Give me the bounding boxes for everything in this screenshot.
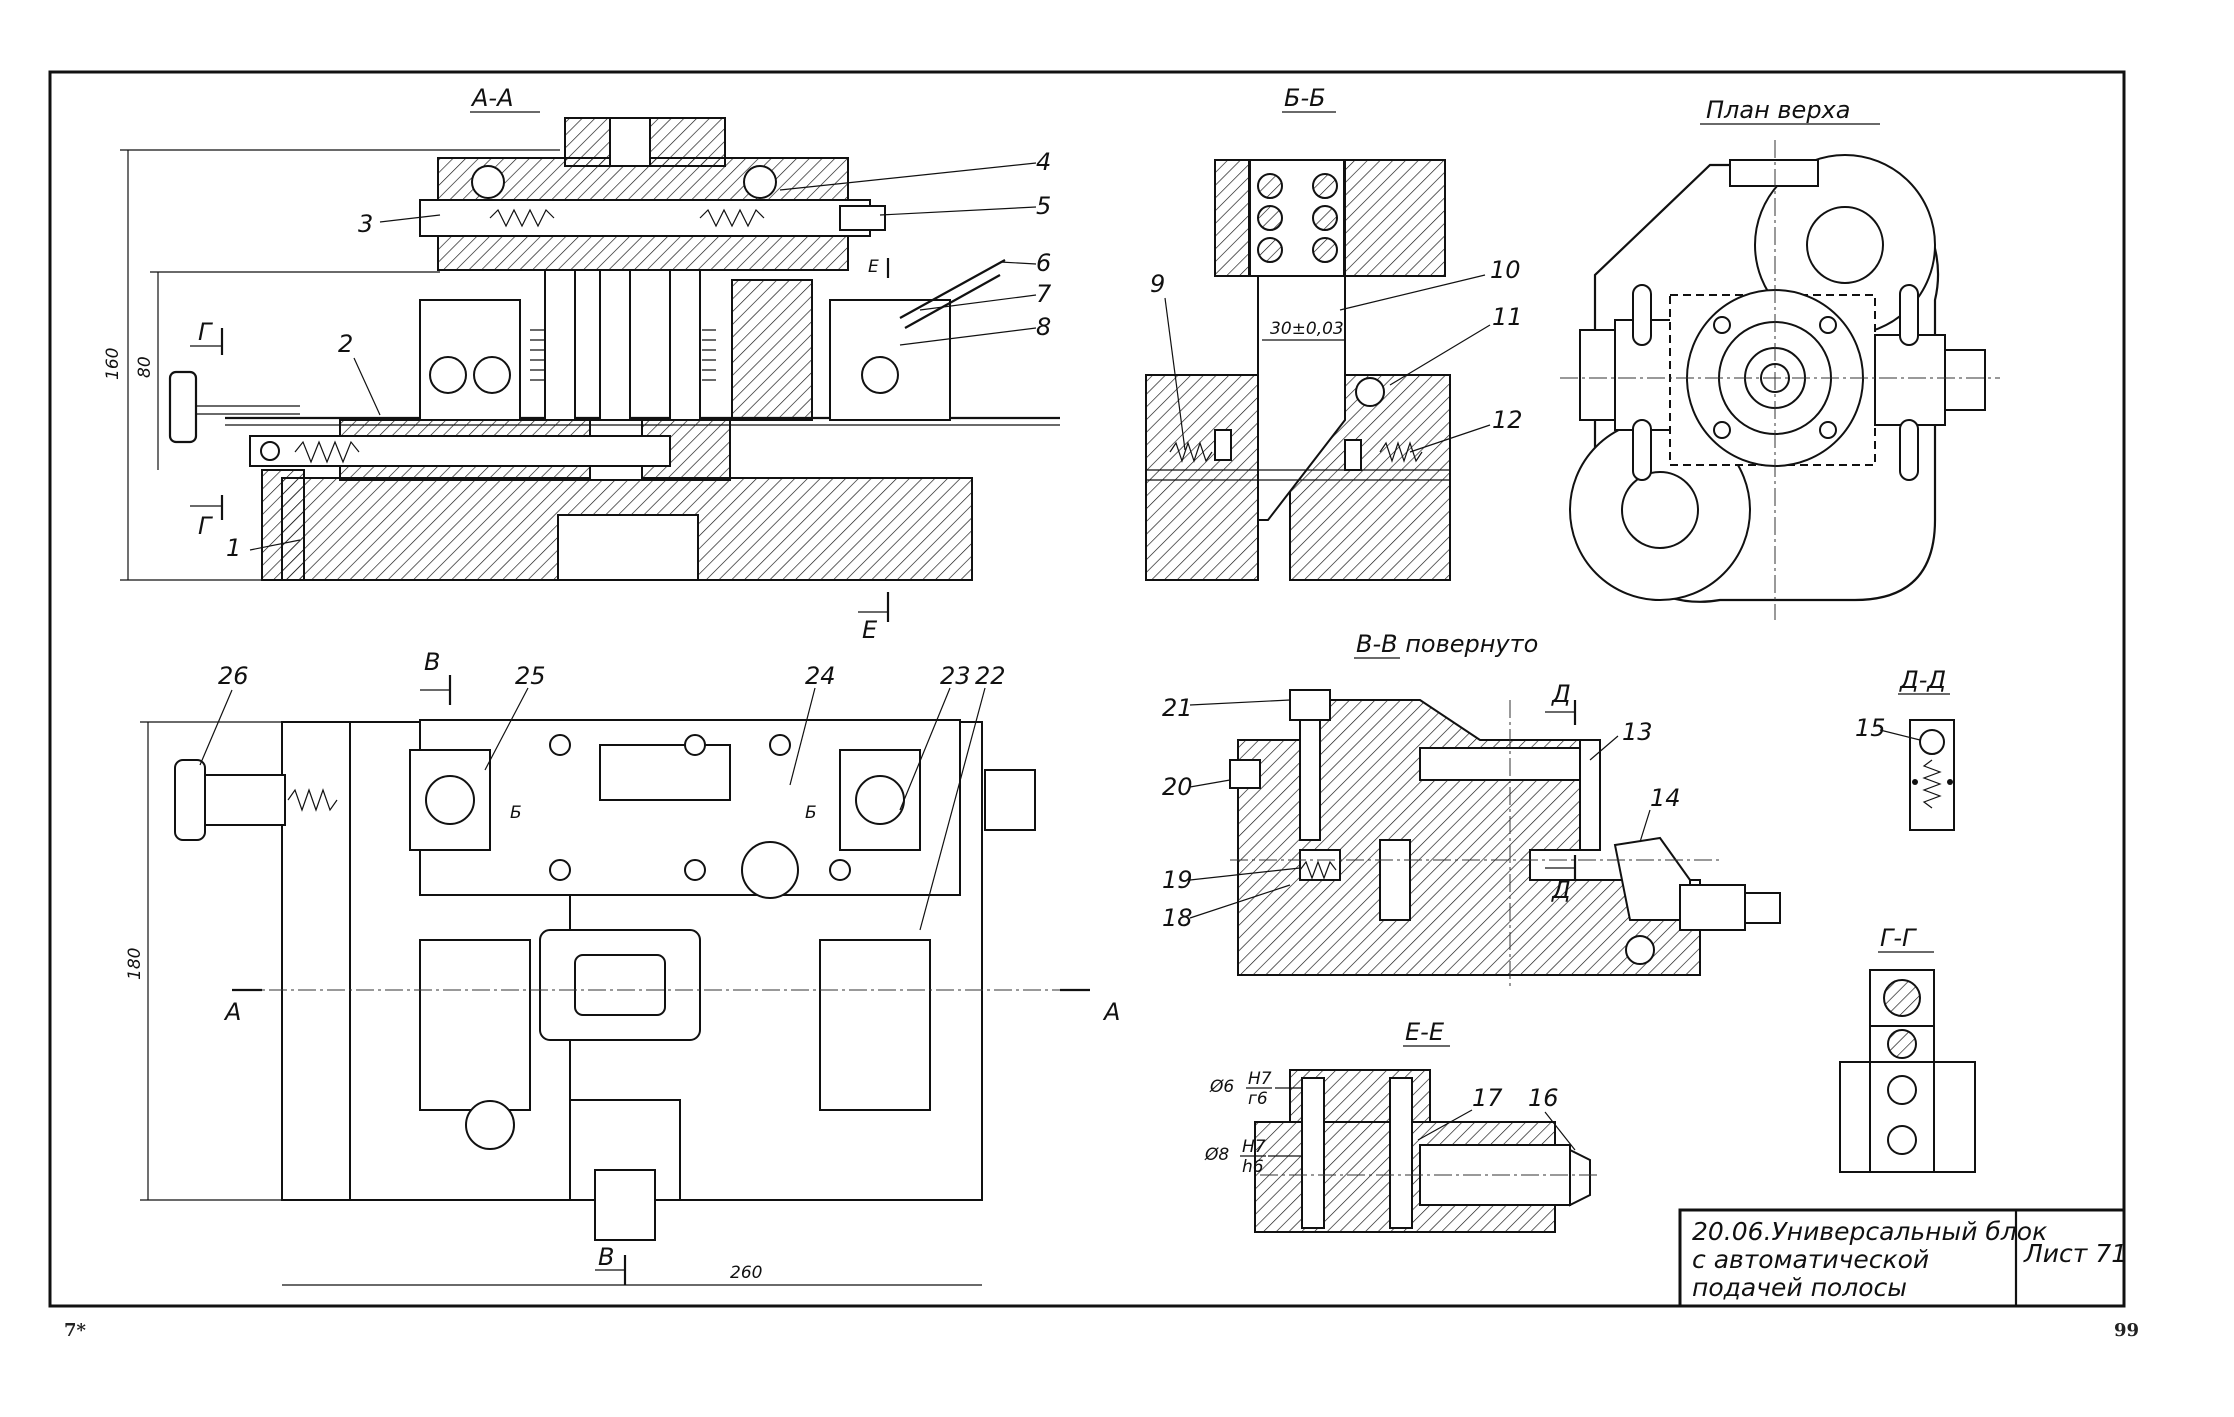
fit-bottom-diameter: Ø8: [1204, 1145, 1229, 1165]
fit-top-denominator: г6: [1248, 1089, 1268, 1109]
view-section-g-g: Г-Г: [1840, 924, 1975, 1172]
section-title-d-d: Д-Д: [1899, 666, 1946, 694]
fit-top-diameter: Ø6: [1209, 1077, 1234, 1097]
view-plan-bottom: А А В В Б Б 180 260 26 25 24 23 22: [125, 648, 1120, 1285]
callout-22: 22: [975, 662, 1006, 690]
cut-mark-a-left: А: [223, 998, 241, 1026]
callout-10: 10: [1490, 256, 1521, 284]
sheet-number: Лист 71: [2023, 1239, 2127, 1268]
cut-mark-e-bottom: Е: [862, 616, 878, 644]
cut-mark-b-right: Б: [805, 803, 817, 823]
title-line-1: 20.06.Универсальный блок: [1692, 1217, 2047, 1246]
section-title-g-g: Г-Г: [1880, 924, 1917, 952]
callout-24: 24: [805, 662, 836, 690]
callout-2: 2: [338, 330, 353, 358]
callout-16: 16: [1528, 1084, 1559, 1112]
dim-30-tolerance: 30±0,03: [1270, 319, 1344, 339]
cut-mark-v-bottom: В: [598, 1243, 614, 1271]
callout-18: 18: [1162, 904, 1193, 932]
callout-14: 14: [1650, 784, 1681, 812]
callout-11: 11: [1492, 303, 1523, 331]
page-mark-left: 7*: [64, 1320, 87, 1341]
cut-mark-a-right: А: [1102, 998, 1120, 1026]
callout-13: 13: [1622, 718, 1653, 746]
view-section-v-v: В-В повернуто Д Д 21 20 19 18 13: [1162, 630, 1780, 990]
dim-180: 180: [125, 948, 145, 980]
callout-25: 25: [515, 662, 546, 690]
callout-4: 4: [1036, 148, 1051, 176]
view-plan-top: План верха: [1560, 96, 2000, 620]
cut-mark-b-left: Б: [510, 803, 522, 823]
callout-6: 6: [1036, 249, 1051, 277]
fit-top-numerator: H7: [1248, 1069, 1272, 1089]
title-line-3: подачей полосы: [1692, 1273, 1907, 1302]
title-block: 20.06.Универсальный блок с автоматическо…: [1680, 1210, 2127, 1306]
section-title-e-e: Е-Е: [1405, 1018, 1445, 1046]
callout-8: 8: [1036, 313, 1051, 341]
callout-9: 9: [1150, 270, 1165, 298]
view-section-d-d: Д-Д 15: [1855, 666, 1954, 830]
section-title-b-b: Б-Б: [1284, 84, 1326, 112]
callout-7: 7: [1036, 280, 1052, 308]
callout-19: 19: [1162, 866, 1193, 894]
section-title-v-v: В-В повернуто: [1356, 630, 1538, 658]
cut-mark-d-bottom: Д: [1551, 876, 1571, 904]
title-line-2: с автоматической: [1692, 1245, 1929, 1274]
callout-23: 23: [940, 662, 971, 690]
callout-17: 17: [1472, 1084, 1503, 1112]
callout-15: 15: [1855, 714, 1886, 742]
view-section-e-e: Е-Е Ø6 H7 г6 Ø8 H7 h6 17 16: [1204, 1018, 1600, 1232]
dim-260: 260: [730, 1263, 762, 1283]
view-section-b-b: Б-Б 30±0,03 9 10 11 12: [1146, 84, 1523, 580]
fit-bottom-denominator: h6: [1242, 1157, 1264, 1177]
cut-mark-g-top: Г: [198, 318, 213, 346]
callout-1: 1: [226, 534, 241, 562]
callout-5: 5: [1036, 192, 1051, 220]
section-title-plan: План верха: [1706, 96, 1850, 124]
callout-26: 26: [218, 662, 249, 690]
view-section-a-a: А-А: [103, 84, 1060, 644]
callout-21: 21: [1162, 694, 1193, 722]
callout-3: 3: [358, 210, 373, 238]
callout-12: 12: [1492, 406, 1523, 434]
cut-mark-e-top: Е: [868, 257, 879, 277]
section-title-a-a: А-А: [470, 84, 514, 112]
page-mark-right: 99: [2114, 1320, 2139, 1341]
cut-mark-v-top: В: [424, 648, 440, 676]
cut-mark-d-top: Д: [1551, 680, 1571, 708]
cut-mark-g-bottom: Г: [198, 512, 213, 540]
callout-20: 20: [1162, 773, 1193, 801]
dim-80: 80: [135, 356, 155, 378]
fit-bottom-numerator: H7: [1242, 1137, 1266, 1157]
dim-160: 160: [103, 348, 123, 380]
